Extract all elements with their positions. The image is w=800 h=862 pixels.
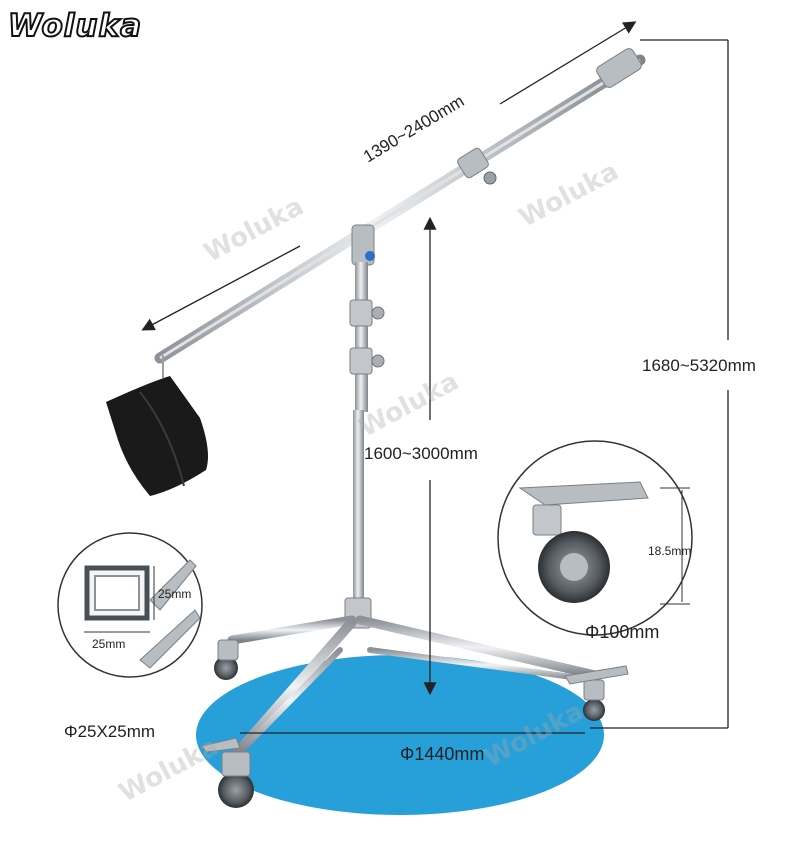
boom-arm xyxy=(154,48,646,364)
brand-logo: Woluka xyxy=(7,7,143,45)
wheel-diameter-label: Φ100mm xyxy=(585,622,660,642)
caster-wheels xyxy=(201,639,629,808)
total-height-label: 1680~5320mm xyxy=(642,356,756,375)
sandbag xyxy=(106,355,208,496)
stand-legs xyxy=(227,615,600,757)
wheel-detail-inset xyxy=(497,440,693,636)
dimension-lines xyxy=(141,21,729,734)
wheel-offset-label: 18.5mm xyxy=(648,544,692,558)
tube-side-label: 25mm xyxy=(92,637,126,651)
footprint-diameter-label: Φ1440mm xyxy=(400,744,485,764)
tube-detail-inset xyxy=(57,532,203,678)
stand-height-label: 1600~3000mm xyxy=(364,444,478,463)
tube-side-label: 25mm xyxy=(158,587,192,601)
tube-section-label: Φ25X25mm xyxy=(64,722,156,741)
